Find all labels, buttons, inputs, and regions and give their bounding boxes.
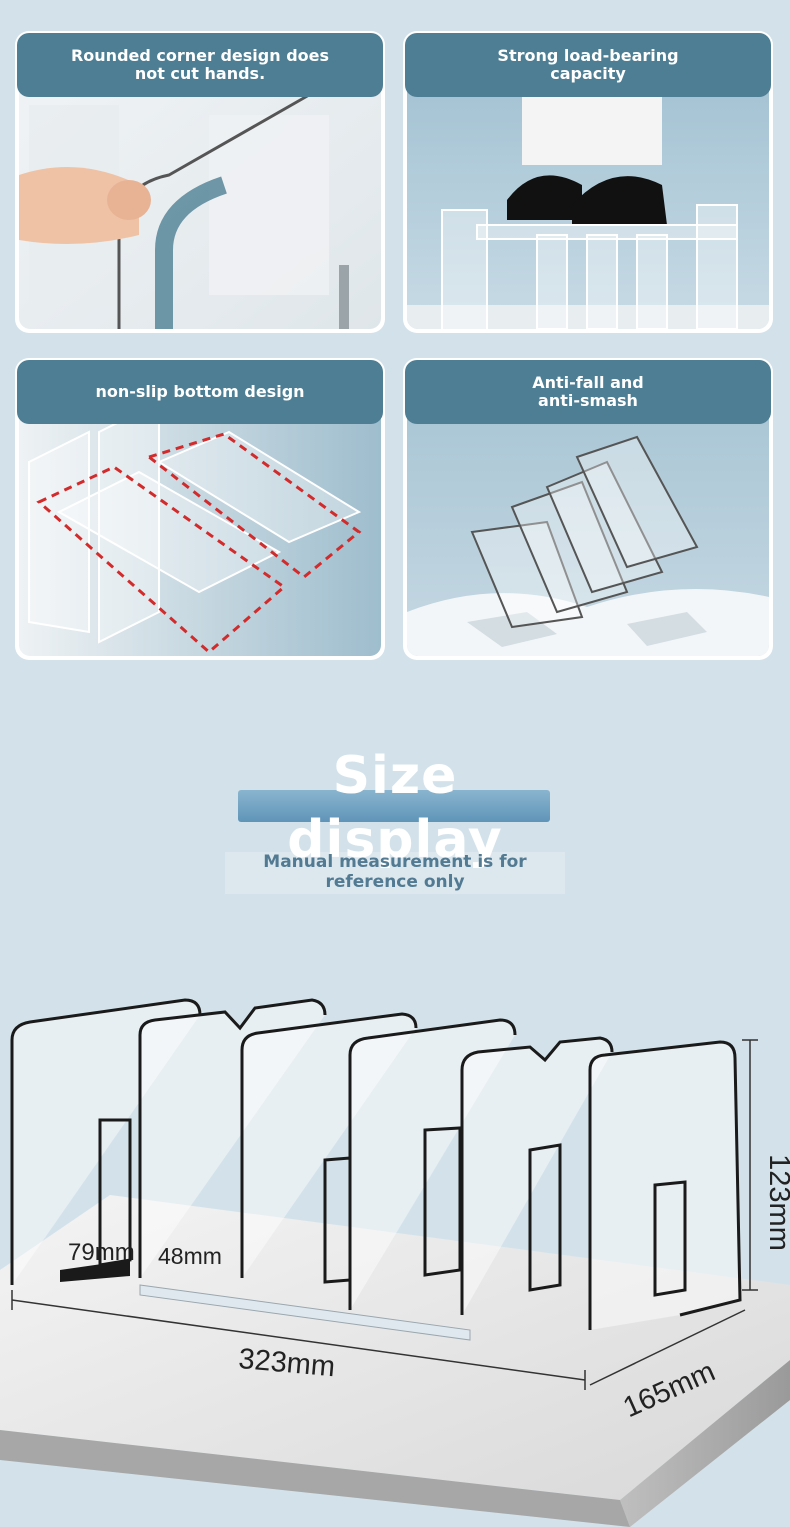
feature-title: Strong load-bearing capacity xyxy=(497,47,678,83)
feature-title-line: Anti-fall and xyxy=(532,373,644,392)
feature-card-non-slip: non-slip bottom design xyxy=(15,358,385,660)
feature-title-line: not cut hands. xyxy=(134,64,266,83)
note-line: Manual measurement is for xyxy=(263,852,527,872)
feature-banner: Strong load-bearing capacity xyxy=(405,33,771,97)
size-display-heading: Size display xyxy=(230,738,560,870)
feature-title: Anti-fall and anti-smash xyxy=(532,374,643,410)
feature-title-line: non-slip bottom design xyxy=(95,382,305,401)
dimension-label-height: 123mm xyxy=(762,1154,790,1251)
product-dimension-illustration xyxy=(0,998,790,1527)
feature-title-line: anti-smash xyxy=(538,391,638,410)
dimension-label-48mm: 48mm xyxy=(158,1243,222,1269)
feature-banner: non-slip bottom design xyxy=(17,360,383,424)
section-title: Size display xyxy=(287,746,503,870)
feature-banner: Rounded corner design does not cut hands… xyxy=(17,33,383,97)
feature-title: non-slip bottom design xyxy=(95,383,304,401)
note-line: reference only xyxy=(325,872,465,892)
feature-title-line: Strong load-bearing xyxy=(497,46,679,65)
measurement-note: Manual measurement is for reference only xyxy=(225,852,565,894)
feature-title-line: Rounded corner design does xyxy=(70,46,330,65)
feature-card-rounded-corner: Rounded corner design does not cut hands… xyxy=(15,31,385,333)
feature-card-anti-fall: Anti-fall and anti-smash xyxy=(403,358,773,660)
feature-banner: Anti-fall and anti-smash xyxy=(405,360,771,424)
feature-title: Rounded corner design does not cut hands… xyxy=(71,47,329,83)
feature-title-line: capacity xyxy=(550,64,626,83)
feature-card-load-bearing: Strong load-bearing capacity xyxy=(403,31,773,333)
heading-underline-bar xyxy=(238,790,550,822)
dimension-label-79mm: 79mm xyxy=(68,1239,135,1266)
